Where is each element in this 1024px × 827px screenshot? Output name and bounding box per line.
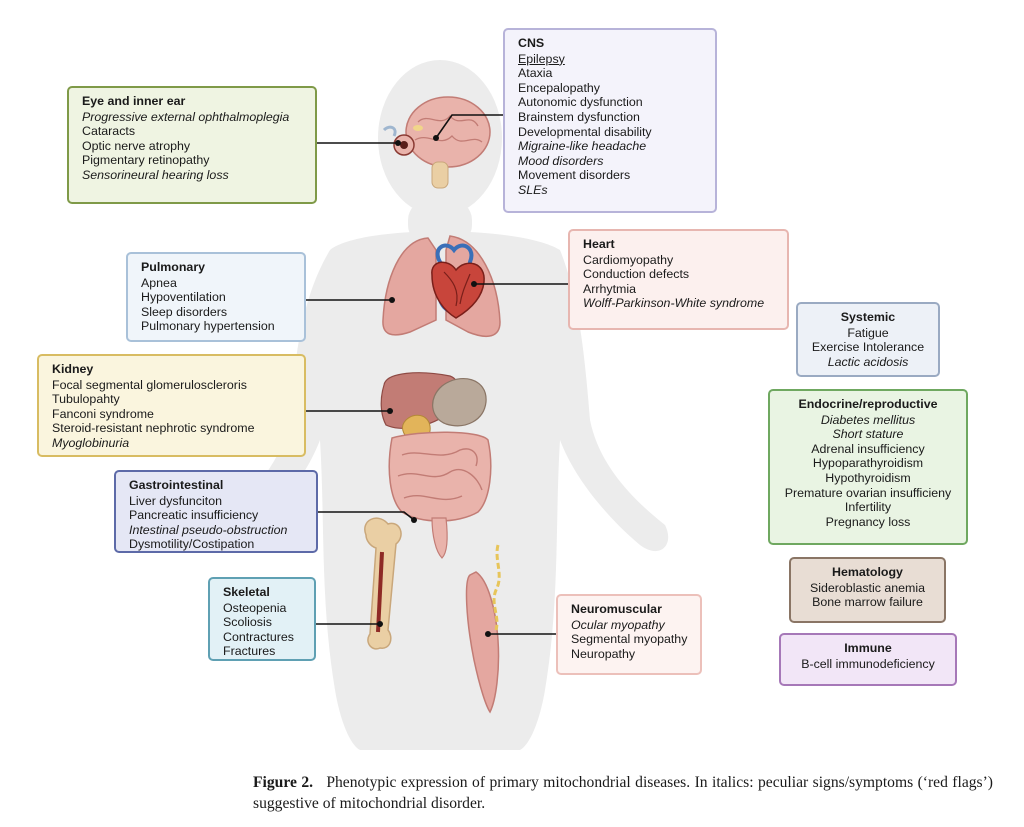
symptom-item: Arrhytmia (583, 281, 637, 296)
symptom-item: SLEs (518, 182, 548, 197)
symptom-item: Premature ovarian insufficieny (784, 485, 952, 500)
symptom-item: Adrenal insufficiency (811, 441, 925, 456)
symptom-item: Scoliosis (223, 615, 272, 630)
box-title: Heart (583, 237, 615, 251)
symptom-item: Hypoventilation (141, 290, 226, 305)
symptom-item: Ataxia (518, 66, 553, 81)
symptom-item: Progressive external ophthalmoplegia (82, 109, 290, 124)
symptom-item: Pigmentary retinopathy (82, 153, 210, 168)
box-title: Kidney (52, 362, 94, 376)
symptom-item: Osteopenia (223, 600, 287, 615)
symptom-item: Liver dysfunciton (129, 493, 222, 508)
symptom-item: Mood disorders (518, 153, 604, 168)
symptom-item: Myoglobinuria (52, 435, 130, 450)
box-title: Immune (844, 641, 892, 655)
symptom-item: Movement disorders (518, 168, 631, 183)
symptom-item: Encepalopathy (518, 80, 600, 95)
symptom-item: Pulmonary hypertension (141, 319, 275, 334)
symptom-item: Fractures (223, 644, 276, 659)
bone-illustration (364, 517, 402, 650)
symptom-item: Contractures (223, 629, 294, 644)
box-title: Hematology (832, 565, 903, 579)
symptom-item: Sensorineural hearing loss (82, 167, 229, 182)
figure-caption: Figure 2. Phenotypic expression of prima… (253, 772, 993, 814)
symptom-item: Short stature (832, 427, 904, 442)
symptom-item: Pancreatic insufficiency (129, 508, 259, 523)
symptom-item: Sleep disorders (141, 304, 228, 319)
box-title: Neuromuscular (571, 602, 662, 616)
symptom-item: Cardiomyopathy (583, 252, 674, 267)
box-title: Eye and inner ear (82, 94, 186, 108)
symptom-item: Epilepsy (518, 51, 565, 66)
body-illustration (211, 60, 669, 750)
symptom-item: Ocular myopathy (571, 617, 665, 632)
symptom-item: Focal segmental glomeruloscleroris (52, 377, 247, 392)
symptom-item: Steroid-resistant nephrotic syndrome (52, 421, 255, 436)
figure-label: Figure 2. (253, 774, 314, 791)
box-title: Pulmonary (141, 260, 206, 274)
symptom-item: Apnea (141, 275, 177, 290)
connector-dots (377, 135, 491, 637)
symptom-item: Sideroblastic anemia (809, 580, 926, 595)
muscle-illustration (465, 544, 501, 714)
box-title: Endocrine/reproductive (798, 397, 938, 411)
symptom-item: Hypothyroidism (825, 470, 911, 485)
symptom-item: Conduction defects (583, 267, 690, 282)
figure-caption-text: Phenotypic expression of primary mitocho… (253, 774, 993, 812)
symptom-item: Migraine-like headache (518, 139, 647, 154)
symptom-item: Dysmotility/Costipation (129, 537, 255, 552)
eye-illustration (382, 125, 423, 156)
intestines-illustration (388, 431, 492, 559)
heart-illustration (431, 243, 485, 319)
box-title: Skeletal (223, 585, 270, 599)
connector-lines (306, 114, 568, 635)
symptom-item: Developmental disability (518, 124, 652, 139)
symptom-item: Cataracts (82, 124, 136, 139)
box-title: Gastrointestinal (129, 478, 224, 492)
symptom-item: Optic nerve atrophy (82, 138, 191, 153)
box-title: CNS (518, 36, 545, 50)
symptom-item: Infertility (844, 500, 892, 515)
symptom-item: B-cell immunodeficiency (801, 656, 935, 671)
symptom-item: Exercise Intolerance (811, 340, 925, 355)
symptom-item: Neuropathy (571, 646, 636, 661)
symptom-item: Hypoparathyroidism (812, 456, 924, 471)
symptom-item: Diabetes mellitus (820, 412, 916, 427)
symptom-item: Intestinal pseudo-obstruction (129, 522, 288, 537)
symptom-item: Brainstem dysfunction (518, 109, 640, 124)
symptom-item: Fanconi syndrome (52, 406, 154, 421)
symptom-item: Lactic acidosis (827, 354, 909, 369)
symptom-item: Segmental myopathy (571, 632, 688, 647)
symptom-item: Wolff-Parkinson-White syndrome (583, 296, 765, 311)
symptom-item: Tubulopahty (52, 392, 120, 407)
symptom-item: Autonomic dysfunction (518, 95, 643, 110)
symptom-item: Fatigue (847, 325, 889, 340)
box-title: Systemic (840, 310, 896, 324)
symptom-item: Pregnancy loss (825, 514, 911, 529)
symptom-item: Bone marrow failure (812, 595, 923, 610)
liver-stomach-illustration (380, 372, 487, 443)
